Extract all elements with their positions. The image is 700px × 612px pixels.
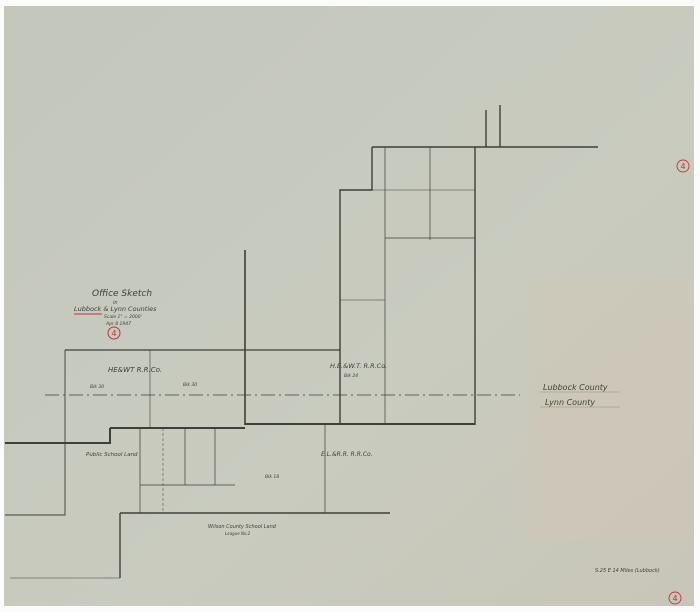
- title-counties: Lubbock & Lynn Counties: [74, 305, 157, 313]
- corner-number-right: 4: [680, 162, 685, 171]
- corner-number-circle-right: [676, 159, 690, 173]
- corner-number-circle-bottom: [668, 591, 682, 605]
- label-hewt-east: H.E.&W.T. R.R.Co.: [330, 362, 387, 370]
- corner-number-bottom: 4: [672, 594, 677, 603]
- label-public-school: Public School Land: [86, 452, 138, 458]
- label-blk30-a: Blk 30: [90, 384, 104, 390]
- label-wilson: Wilson County School Land: [208, 524, 277, 530]
- label-elrr: E.L.&R.R. R.R.Co.: [321, 451, 373, 458]
- label-lubbock-county: Lubbock County: [543, 383, 608, 392]
- label-blk24: Blk 24: [344, 373, 358, 379]
- survey-lines: [5, 105, 620, 579]
- label-blk30-b: Blk 30: [183, 382, 197, 388]
- title-in: in: [113, 300, 118, 306]
- title-scale: Scale 1" = 2000': [104, 314, 142, 320]
- title: Office Sketch: [92, 289, 152, 299]
- label-league: League No.2: [225, 531, 251, 536]
- label-direction: S.25 E 14 Miles (Lubbock): [595, 568, 660, 574]
- stain: [530, 280, 690, 540]
- label-hewt-west: HE&WT R.R.Co.: [108, 366, 162, 374]
- sketch-number: 4: [111, 329, 116, 338]
- label-lynn-county: Lynn County: [545, 398, 595, 407]
- sketch-number-circle: [107, 326, 121, 340]
- title-date: Apr 8 1947: [105, 321, 131, 327]
- label-blk18: Blk 18: [265, 474, 279, 480]
